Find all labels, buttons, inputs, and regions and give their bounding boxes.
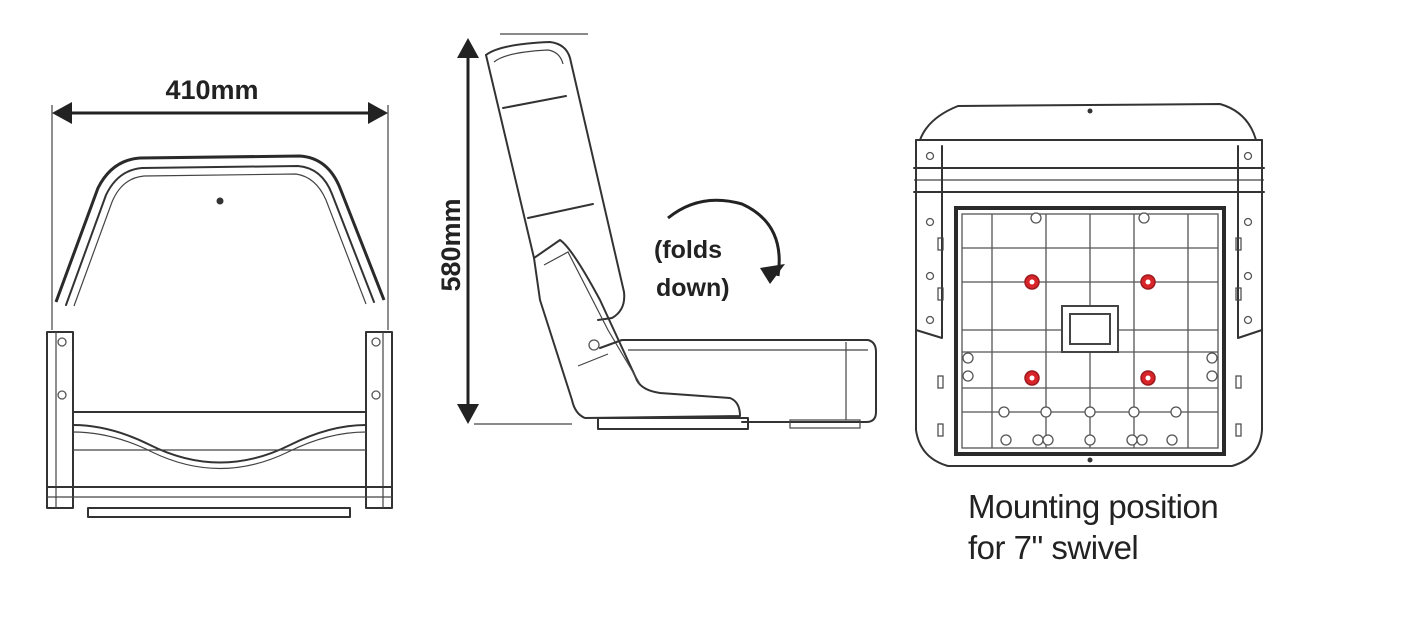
mounting-caption: Mounting position for 7" swivel: [968, 486, 1308, 568]
dimension-arrow-icon: [457, 38, 479, 58]
swivel-mount-holes: [1024, 274, 1156, 386]
height-label: 580mm: [436, 198, 466, 291]
caption-line1: Mounting position: [968, 488, 1219, 525]
dimension-arrow-icon: [457, 404, 479, 424]
bottom-view-seat: [913, 103, 1265, 467]
height-dimension: 580mm: [436, 33, 588, 425]
width-dimension: 410mm: [51, 75, 389, 330]
dimension-arrow-icon: [52, 102, 72, 124]
folds-label-line2: down): [656, 274, 730, 302]
caption-line2: for 7" swivel: [968, 529, 1139, 566]
dimension-arrow-icon: [368, 102, 388, 124]
side-view-seat: 580mm (folds down): [436, 33, 877, 430]
fold-arrow-icon: [667, 198, 785, 284]
width-label: 410mm: [165, 75, 258, 105]
folds-label-line1: (folds: [654, 236, 722, 264]
front-view-seat: 410mm: [46, 75, 393, 518]
